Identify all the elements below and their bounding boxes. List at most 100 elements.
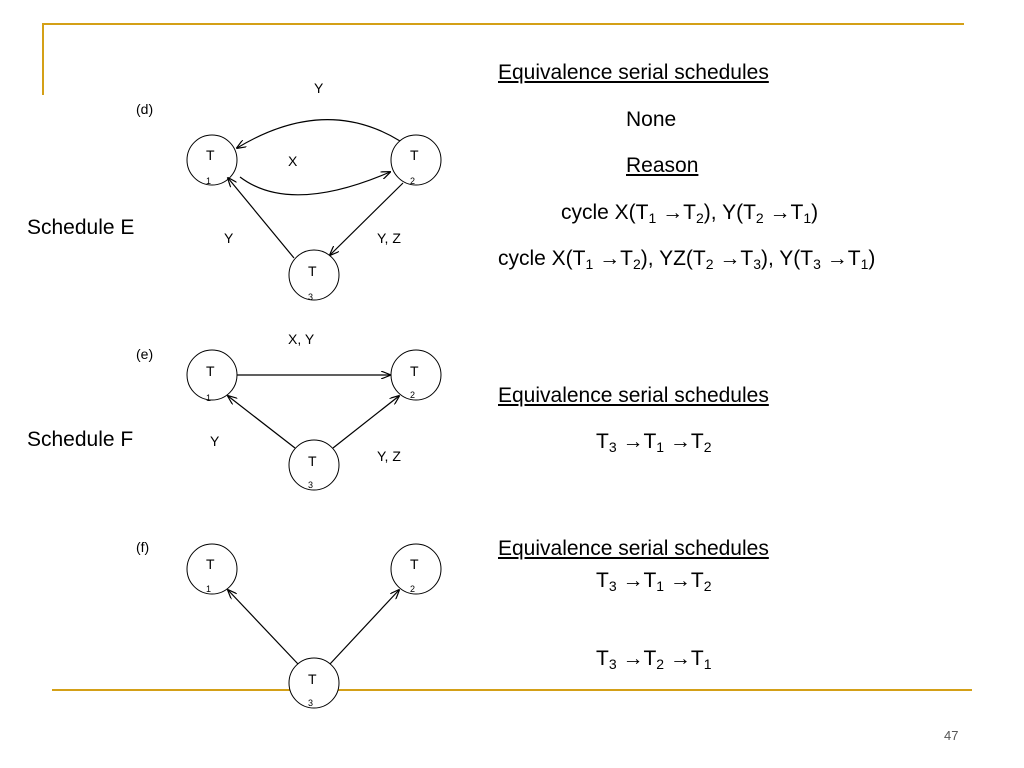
schedule-f-order: T3 →T1 →T2 — [596, 430, 712, 455]
graph-d-edge-t3-t1 — [228, 178, 295, 259]
graph-f-t2-sub: 2 — [410, 584, 415, 594]
graph-f-t1-sub: 1 — [206, 584, 211, 594]
schedule-e-cycle-2: cycle X(T1 →T2), YZ(T2 →T3), Y(T3 →T1) — [498, 247, 876, 272]
subscript: 2 — [695, 210, 704, 226]
graph-d-label-x: X — [288, 153, 298, 169]
graph-e-t1-letter: T — [206, 363, 215, 379]
graph-d-t1-sub: 1 — [206, 176, 211, 186]
graph-f: T 1 T 2 T 3 — [186, 543, 442, 709]
schedule-e-title: Schedule E — [27, 216, 135, 239]
graph-e: T 1 T 2 T 3 X, Y Y Y, Z — [186, 331, 442, 491]
subscript: 2 — [705, 256, 714, 272]
graph-d-node-t3 — [288, 249, 340, 301]
graph-d-label-y-left: Y — [224, 230, 234, 246]
graph-e-t3-letter: T — [308, 453, 317, 469]
schedule-f-heading: Equivalence serial schedules — [498, 384, 769, 407]
graph-e-edge-t3-t1 — [228, 396, 296, 449]
schedule-f-title: Schedule F — [27, 428, 134, 451]
graph-f-node-t3 — [288, 657, 340, 709]
subscript: 3 — [753, 256, 761, 272]
subscript: 1 — [656, 439, 665, 455]
text-run: ) — [868, 247, 876, 270]
subscript: 1 — [803, 210, 812, 226]
graph-e-label-xy: X, Y — [288, 331, 315, 347]
text-run: cycle X(T — [498, 247, 586, 270]
bottom-accent-line — [52, 689, 972, 691]
subscript: 1 — [656, 578, 665, 594]
schedule-e-none: None — [626, 108, 677, 131]
schedule-g-heading: Equivalence serial schedules — [498, 537, 769, 560]
top-accent-line — [42, 23, 964, 25]
subscript: 3 — [608, 578, 617, 594]
graph-f-t1-letter: T — [206, 556, 215, 572]
text-run: T — [596, 647, 609, 670]
graph-f-t3-sub: 3 — [308, 698, 313, 708]
schedule-e-reason: Reason — [626, 154, 699, 177]
text-run: →T — [664, 569, 704, 592]
graph-d-edge-t2-t3 — [330, 182, 404, 255]
text-run: T — [596, 430, 609, 453]
subscript: 1 — [860, 256, 869, 272]
graph-e-label-y: Y — [210, 433, 220, 449]
graph-e-edge-t3-t2 — [332, 396, 399, 449]
subscript: 2 — [755, 210, 764, 226]
subscript: 3 — [608, 656, 617, 672]
tag-e: (e) — [136, 346, 154, 362]
text-run: →T — [713, 247, 754, 270]
graph-f-edge-t3-t1 — [228, 590, 299, 665]
graph-e-t1-sub: 1 — [206, 393, 211, 403]
text-run: →T — [593, 247, 633, 270]
graph-e-t2-sub: 2 — [410, 390, 415, 400]
page-number: 47 — [944, 728, 959, 743]
tag-d: (d) — [136, 101, 154, 117]
graph-f-node-t1 — [186, 543, 238, 595]
graph-d-label-yz: Y, Z — [377, 230, 401, 246]
subscript: 2 — [656, 656, 665, 672]
schedule-e-heading: Equivalence serial schedules — [498, 61, 769, 84]
graph-d-t3-letter: T — [308, 263, 317, 279]
text-run: T — [596, 569, 609, 592]
subscript: 1 — [585, 256, 594, 272]
left-accent-line — [42, 23, 44, 95]
graph-d-t2-sub: 2 — [410, 176, 415, 186]
graph-e-node-t3 — [288, 439, 340, 491]
text-run: →T — [763, 201, 804, 224]
text-run: ), Y(T — [703, 201, 756, 224]
schedule-g-order-2: T3 →T2 →T1 — [596, 647, 712, 672]
subscript: 2 — [703, 439, 712, 455]
text-run: →T — [616, 647, 657, 670]
graph-d-label-y-top: Y — [314, 80, 324, 96]
graph-f-edge-t3-t2 — [329, 590, 399, 665]
graph-f-node-t2 — [390, 543, 442, 595]
text-run: →T — [616, 430, 657, 453]
text-run: →T — [616, 569, 657, 592]
graph-d-node-t1 — [186, 134, 238, 186]
graph-d-t1-letter: T — [206, 147, 215, 163]
subscript: 3 — [813, 256, 821, 272]
schedule-g-order-1: T3 →T1 →T2 — [596, 569, 712, 594]
text-run: ), YZ(T — [640, 247, 706, 270]
graph-d-t3-sub: 3 — [308, 292, 313, 302]
graph-f-t2-letter: T — [410, 556, 419, 572]
graph-e-t2-letter: T — [410, 363, 419, 379]
graph-e-node-t2 — [390, 349, 442, 401]
graph-d-t2-letter: T — [410, 147, 419, 163]
subscript: 3 — [608, 439, 617, 455]
text-run: ) — [811, 201, 819, 224]
subscript: 1 — [648, 210, 657, 226]
schedule-e-cycle-1: cycle X(T1 →T2), Y(T2 →T1) — [561, 201, 819, 226]
subscript: 1 — [703, 656, 712, 672]
graph-f-t3-letter: T — [308, 671, 317, 687]
subscript: 2 — [632, 256, 641, 272]
text-run: →T — [664, 430, 704, 453]
text-run: →T — [820, 247, 861, 270]
graph-e-t3-sub: 3 — [308, 480, 313, 490]
text-run: ), Y(T — [761, 247, 814, 270]
graph-d-edge-t2-t1 — [237, 119, 401, 148]
subscript: 2 — [703, 578, 712, 594]
tag-f: (f) — [136, 539, 150, 555]
graph-d-node-t2 — [390, 134, 442, 186]
text-run: →T — [656, 201, 696, 224]
text-run: →T — [664, 647, 704, 670]
